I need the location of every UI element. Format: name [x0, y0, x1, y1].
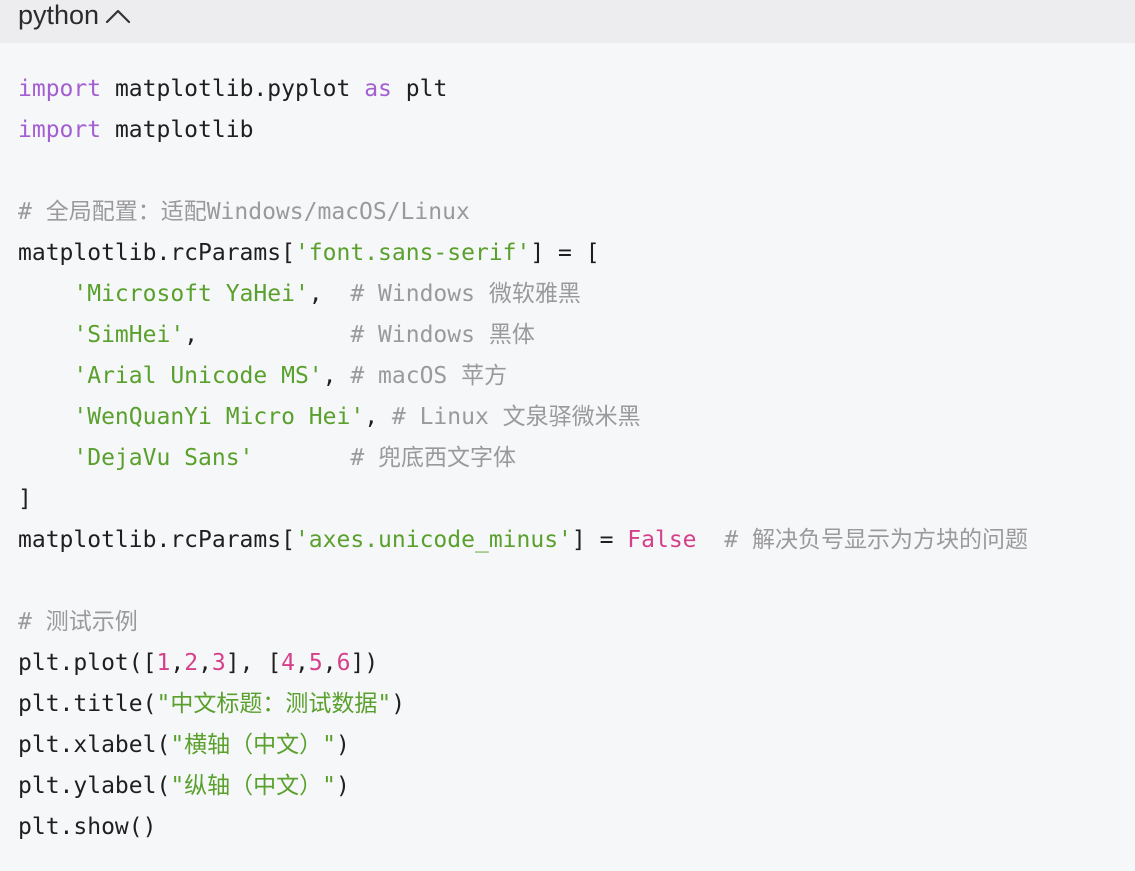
keyword-token: import: [18, 117, 102, 143]
code-line: 'Arial Unicode MS', # macOS 苹方: [18, 356, 1135, 397]
code-token: ): [336, 773, 350, 799]
string-token: "横轴（中文）": [170, 732, 337, 758]
code-line: plt.title("中文标题：测试数据"): [18, 684, 1135, 725]
code-token: plt.plot([: [18, 650, 157, 676]
code-line: 'DejaVu Sans' # 兜底西文字体: [18, 438, 1135, 479]
code-line: [18, 151, 1135, 192]
code-token: ,: [364, 404, 392, 430]
string-token: 'DejaVu Sans': [73, 445, 254, 471]
number-token: 3: [211, 650, 226, 676]
code-line: # 测试示例: [18, 602, 1135, 643]
keyword-token: import: [18, 76, 102, 102]
chevron-up-icon: [105, 9, 131, 24]
code-token: plt.ylabel(: [18, 773, 171, 799]
code-token: [253, 445, 350, 471]
code-token: ,: [198, 650, 212, 676]
string-token: 'SimHei': [73, 322, 185, 348]
code-token: matplotlib: [101, 117, 254, 143]
code-line: [18, 561, 1135, 602]
number-token: 2: [184, 650, 199, 676]
code-token: [18, 363, 73, 389]
code-line: plt.xlabel("横轴（中文）"): [18, 725, 1135, 766]
code-line: matplotlib.rcParams['font.sans-serif'] =…: [18, 233, 1135, 274]
code-token: plt.show(): [18, 814, 157, 840]
code-token: matplotlib.rcParams[: [18, 240, 295, 266]
code-token: ]: [18, 486, 32, 512]
string-token: 'WenQuanYi Micro Hei': [73, 404, 365, 430]
string-token: 'axes.unicode_minus': [294, 527, 572, 553]
code-line: 'SimHei', # Windows 黑体: [18, 315, 1135, 356]
comment-token: # macOS 苹方: [350, 363, 508, 389]
code-line: # 全局配置：适配Windows/macOS/Linux: [18, 192, 1135, 233]
comment-token: # 全局配置：适配Windows/macOS/Linux: [18, 199, 470, 225]
code-line: 'WenQuanYi Micro Hei', # Linux 文泉驿微米黑: [18, 397, 1135, 438]
code-token: matplotlib.pyplot: [101, 76, 365, 102]
collapse-toggle[interactable]: python: [18, 0, 131, 33]
code-line: plt.plot([1,2,3], [4,5,6]): [18, 643, 1135, 684]
code-token: ,: [295, 650, 309, 676]
comment-token: # Windows 微软雅黑: [350, 281, 581, 307]
boolean-token: False: [627, 527, 697, 553]
code-token: [18, 404, 73, 430]
comment-token: # Linux 文泉驿微米黑: [391, 404, 641, 430]
code-token: ]): [350, 650, 379, 676]
code-token: plt: [391, 76, 448, 102]
code-token: [18, 445, 73, 471]
string-token: 'Microsoft YaHei': [73, 281, 309, 307]
code-token: ] = [: [530, 240, 600, 266]
code-token: plt.xlabel(: [18, 732, 171, 758]
code-token: ,: [170, 650, 185, 676]
comment-token: # 测试示例: [18, 609, 138, 635]
code-token: plt.title(: [18, 691, 157, 717]
code-token: ): [391, 691, 406, 717]
code-token: [18, 322, 73, 348]
number-token: 5: [308, 650, 323, 676]
code-token: ], [: [225, 650, 282, 676]
code-token: ,: [308, 281, 351, 307]
code-token: [697, 527, 725, 553]
language-label: python: [18, 0, 100, 30]
code-line: import matplotlib.pyplot as plt: [18, 69, 1135, 110]
code-block-header: python: [0, 0, 1135, 43]
number-token: 4: [281, 650, 296, 676]
code-line: ]: [18, 479, 1135, 520]
code-token: ] =: [571, 527, 628, 553]
code-token: [18, 281, 73, 307]
number-token: 1: [156, 650, 171, 676]
code-line: import matplotlib: [18, 110, 1135, 151]
comment-token: # Windows 黑体: [350, 322, 535, 348]
code-token: ,: [322, 363, 351, 389]
number-token: 6: [336, 650, 351, 676]
comment-token: # 解决负号显示为方块的问题: [724, 527, 1028, 553]
code-token: ): [336, 732, 350, 758]
string-token: 'Arial Unicode MS': [73, 363, 323, 389]
string-token: "纵轴（中文）": [170, 773, 337, 799]
keyword-token: as: [364, 76, 392, 102]
string-token: 'font.sans-serif': [294, 240, 531, 266]
string-token: "中文标题：测试数据": [156, 691, 392, 717]
code-line: plt.ylabel("纵轴（中文）"): [18, 766, 1135, 807]
code-token: matplotlib.rcParams[: [18, 527, 295, 553]
code-token: ,: [322, 650, 337, 676]
code-token: ,: [184, 322, 351, 348]
comment-token: # 兜底西文字体: [350, 445, 517, 471]
code-line: matplotlib.rcParams['axes.unicode_minus'…: [18, 520, 1135, 561]
code-line: 'Microsoft YaHei', # Windows 微软雅黑: [18, 274, 1135, 315]
code-line: plt.show(): [18, 807, 1135, 848]
